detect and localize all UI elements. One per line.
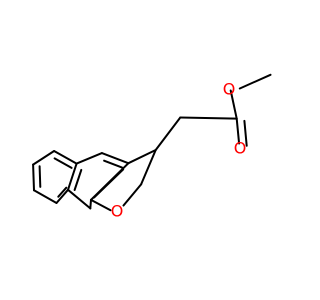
furan-oxygen-label: O [111,202,124,221]
molecule-canvas: O O O [32,73,272,221]
bond-c4a-c8b [67,162,78,191]
bond-inner-3 [93,168,125,199]
bond-c7-c8 [33,189,58,204]
bond-inner-4 [53,157,73,169]
bond-c4-c4a [75,152,103,165]
bond-methyl-o [238,73,272,90]
bond-c8-c8b [55,188,69,204]
bond-c6-c7 [32,163,35,192]
bond-o-c8a [90,198,112,212]
bond-carbonyl-double-1 [235,117,241,145]
bond-ch2-ch [154,116,182,151]
atom-labels: O O O [111,80,247,221]
molecule-structure: O O O [32,73,272,221]
bond-c3a-c4 [100,152,130,165]
ester-oxygen-label: O [223,80,236,99]
bond-ch2furan-o [122,183,143,207]
bond-inner-6 [57,186,68,198]
carbonyl-oxygen-label: O [234,139,247,158]
bond-ch-ch2furan [140,149,157,186]
bond-carbonyl-ch2 [179,116,238,120]
bond-inner-5 [38,165,42,188]
bond-c4a-c5 [53,150,78,165]
skeletal-bonds [32,73,272,212]
bond-carbonyl-double-2 [243,119,248,147]
bond-c5-c6 [32,150,56,166]
bond-inner-1 [103,159,124,169]
bond-inner-2 [73,168,83,191]
bond-c8b-c9 [67,188,92,210]
bond-c9-c9a [89,198,92,210]
bond-ch-c3a [127,149,157,165]
bond-o-carbonyl-carbon [229,89,238,120]
